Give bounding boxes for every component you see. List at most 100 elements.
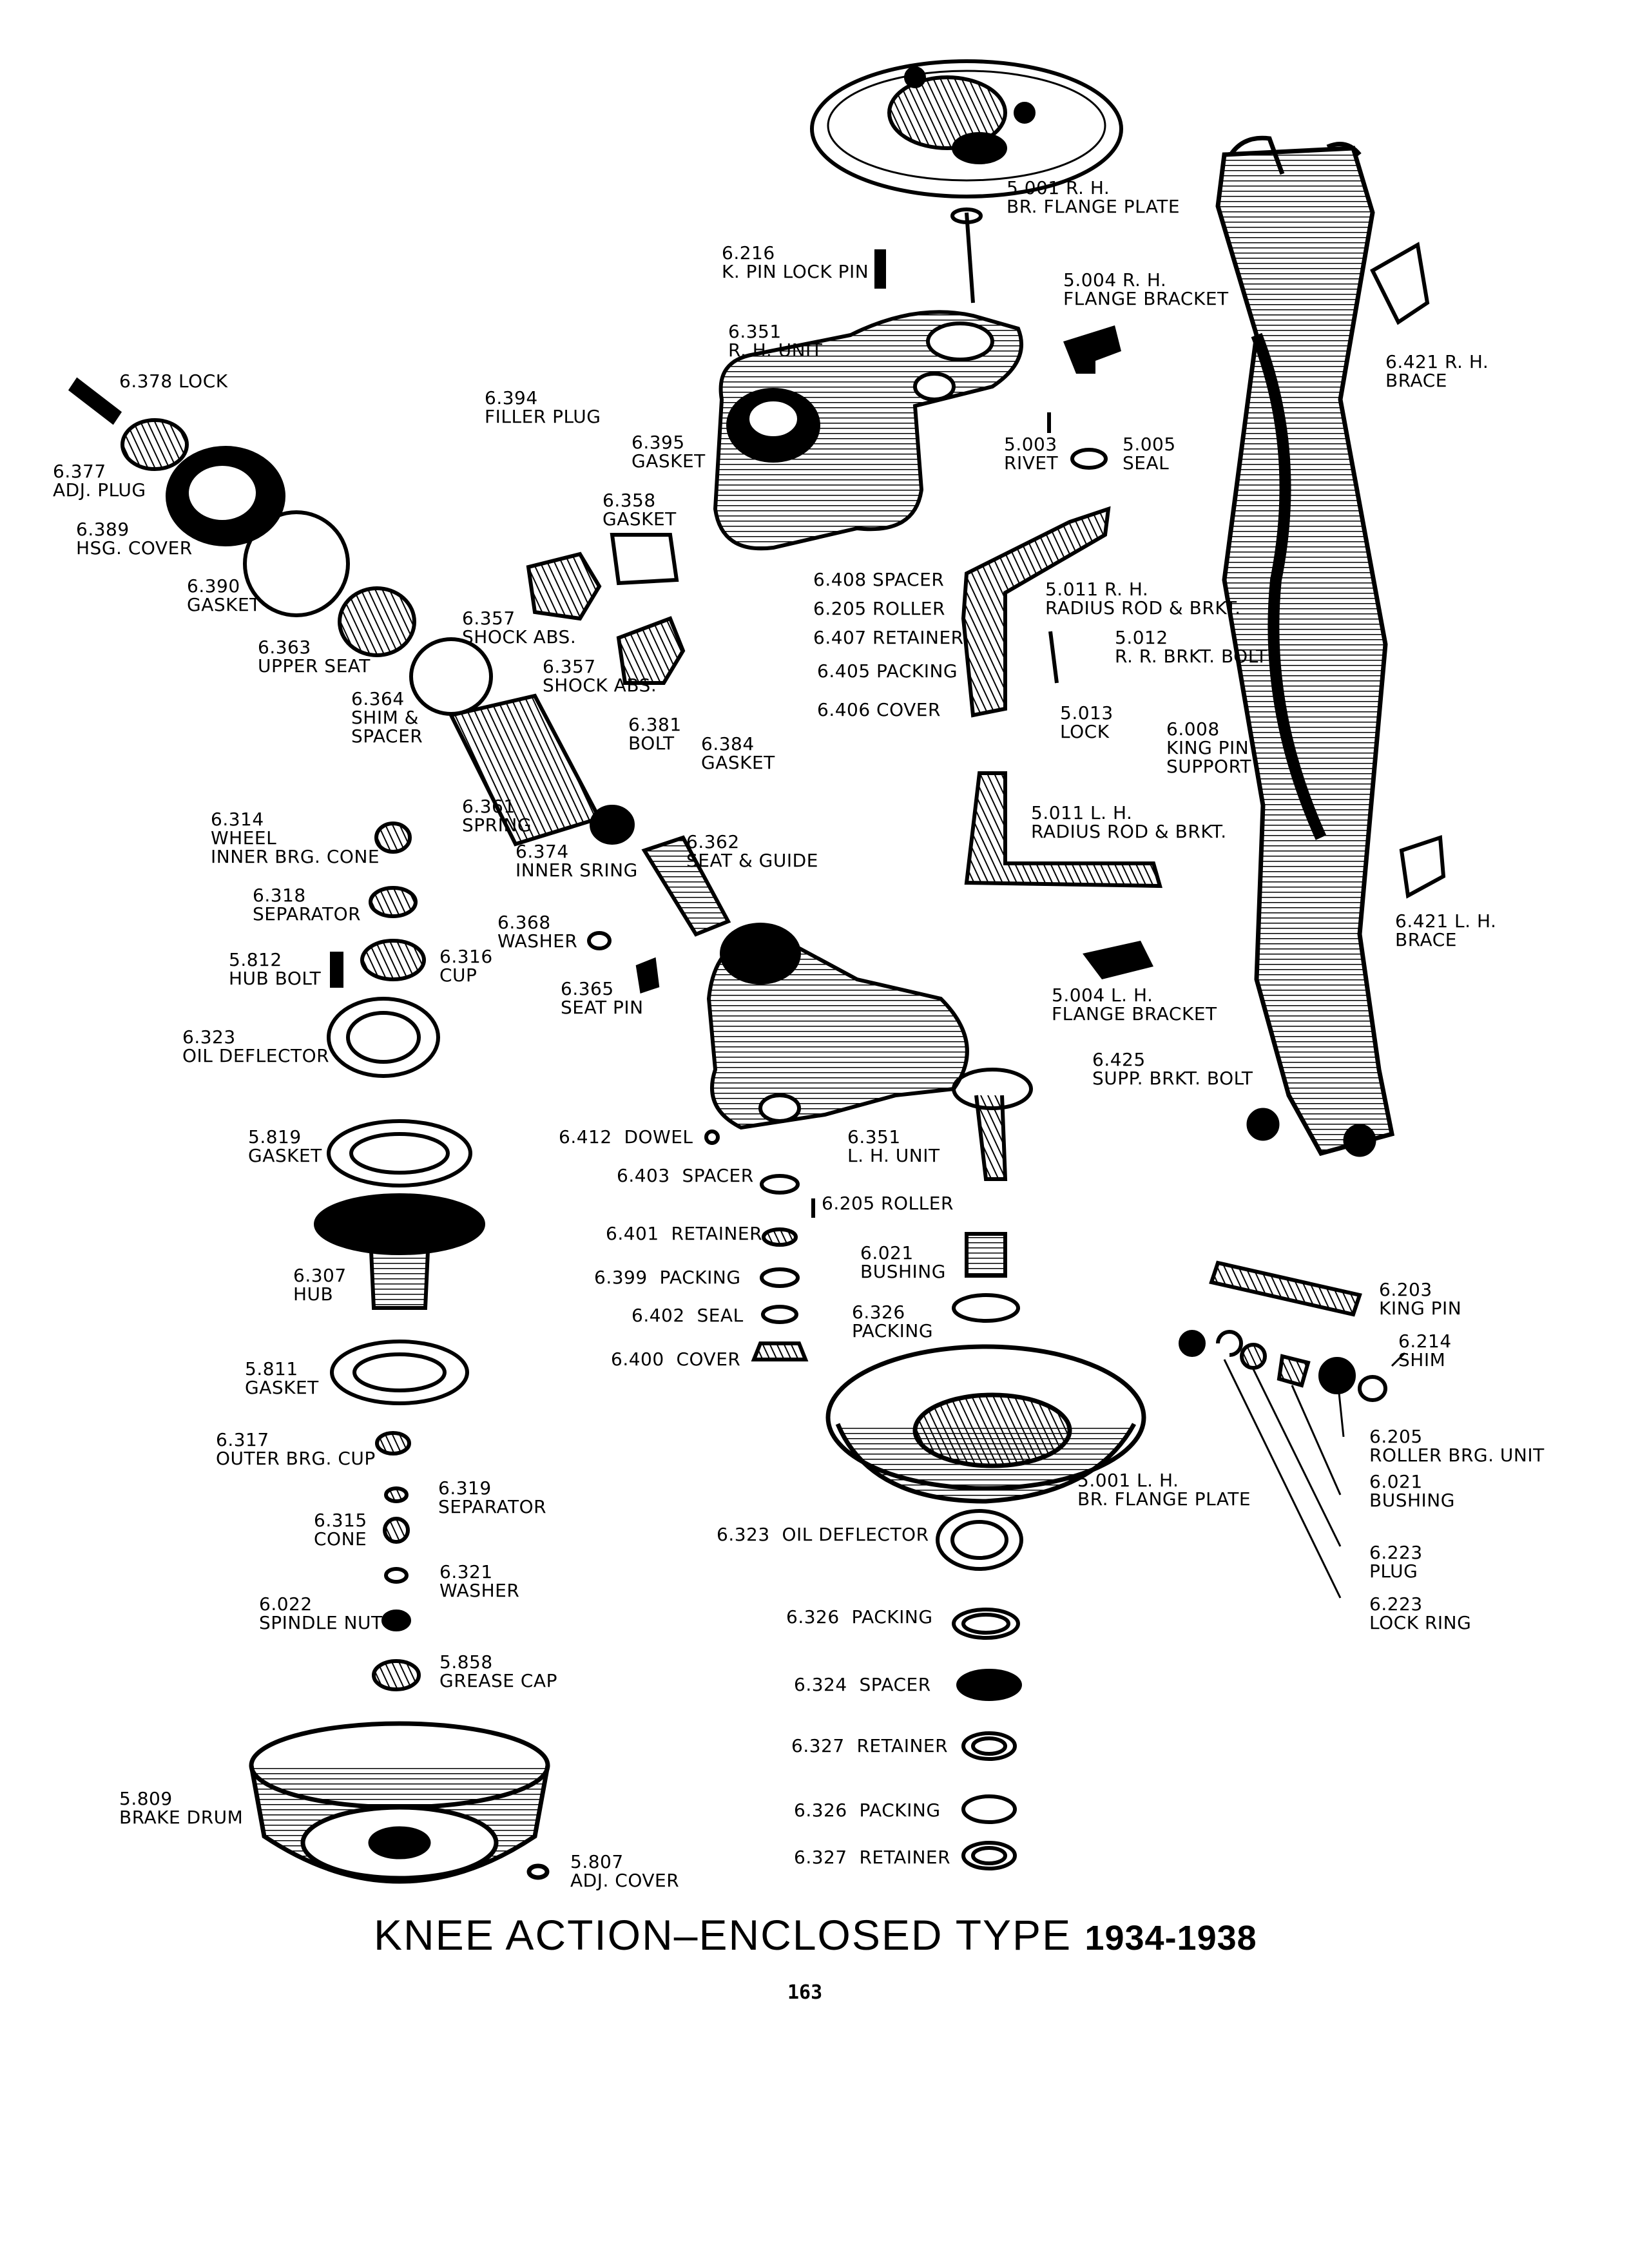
- label-retainer-6327-b: 6.327 RETAINER: [794, 1847, 951, 1868]
- lh-unit-drawing: [706, 923, 1033, 1181]
- lower-packing-stack-drawing: [936, 1509, 1023, 1870]
- label-lock: 6.378 LOCK: [119, 370, 228, 392]
- label-roller-6205-lh: 6.205 ROLLER: [822, 1193, 954, 1214]
- label-lh-flange-bracket: 5.004 L. H.FLANGE BRACKET: [1052, 985, 1217, 1024]
- frame-rail-drawing: [1215, 135, 1395, 1157]
- lh-brace-drawing: [1399, 834, 1446, 899]
- page-number: 163: [787, 1981, 823, 2004]
- label-spacer-6324: 6.324 SPACER: [794, 1674, 931, 1695]
- lh-flange-bracket-drawing: [1083, 941, 1153, 979]
- label-cover-6400: 6.400 COVER: [611, 1349, 741, 1370]
- adjusting-plug-group-drawing: [68, 377, 493, 716]
- label-lh-brace: 6.421 L. H.BRACE: [1395, 910, 1497, 950]
- label-oil-deflector-b: 6.323 OIL DEFLECTOR: [717, 1524, 929, 1545]
- king-pin-parts-drawing: [1179, 1260, 1406, 1599]
- rh-unit-drawing: [713, 310, 1023, 551]
- label-rh-radius-rod: 5.011 R. H.RADIUS ROD & BRKT.: [1045, 579, 1241, 619]
- label-cover-6406: 6.406 COVER: [817, 699, 941, 720]
- label-seal-6402: 6.402 SEAL: [631, 1305, 744, 1326]
- label-packing-6399: 6.399 PACKING: [594, 1267, 741, 1288]
- brake-drum-drawing: [249, 1721, 550, 1884]
- kingpin-drawing: [874, 207, 983, 303]
- rh-flange-bracket-drawing: [1063, 325, 1121, 374]
- label-retainer-6401: 6.401 RETAINER: [606, 1223, 763, 1244]
- label-rh-br-flange-plate: 5.001 R. H.BR. FLANGE PLATE: [1007, 177, 1181, 217]
- lower-seal-stack-drawing: [704, 1129, 1020, 1361]
- label-retainer-6407: 6.407 RETAINER: [813, 627, 964, 648]
- label-retainer-6327-a: 6.327 RETAINER: [791, 1735, 949, 1756]
- label-lh-br-flange-plate: 5.001 L. H.BR. FLANGE PLATE: [1077, 1470, 1251, 1510]
- page-title: KNEE ACTION–ENCLOSED TYPE 1934-1938: [374, 1911, 1257, 1959]
- label-spacer-6403: 6.403 SPACER: [617, 1165, 754, 1186]
- seal-drawing: [1070, 448, 1108, 470]
- label-lh-radius-rod: 5.011 L. H.RADIUS ROD & BRKT.: [1031, 802, 1227, 842]
- label-rh-brace: 6.421 R. H.BRACE: [1385, 351, 1489, 391]
- shock-absorber-drawing: [526, 533, 686, 685]
- label-packing-6326-b: 6.326 PACKING: [786, 1606, 933, 1628]
- hub-and-bearing-drawing: [314, 822, 485, 1691]
- radius-rod-drawing: [961, 506, 1162, 889]
- rh-brace-drawing: [1370, 242, 1430, 325]
- spring-drawing: [448, 693, 731, 994]
- label-packing-6405: 6.405 PACKING: [817, 660, 958, 682]
- label-rh-flange-bracket: 5.004 R. H.FLANGE BRACKET: [1063, 269, 1229, 309]
- lh-flange-plate-drawing: [825, 1344, 1146, 1504]
- label-roller-6205: 6.205 ROLLER: [813, 598, 945, 619]
- label-spacer-6408: 6.408 SPACER: [813, 569, 945, 590]
- label-packing-6326-c: 6.326 PACKING: [794, 1800, 941, 1821]
- rh-flange-plate-drawing: [810, 59, 1123, 198]
- label-dowel: 6.412 DOWEL: [559, 1126, 693, 1148]
